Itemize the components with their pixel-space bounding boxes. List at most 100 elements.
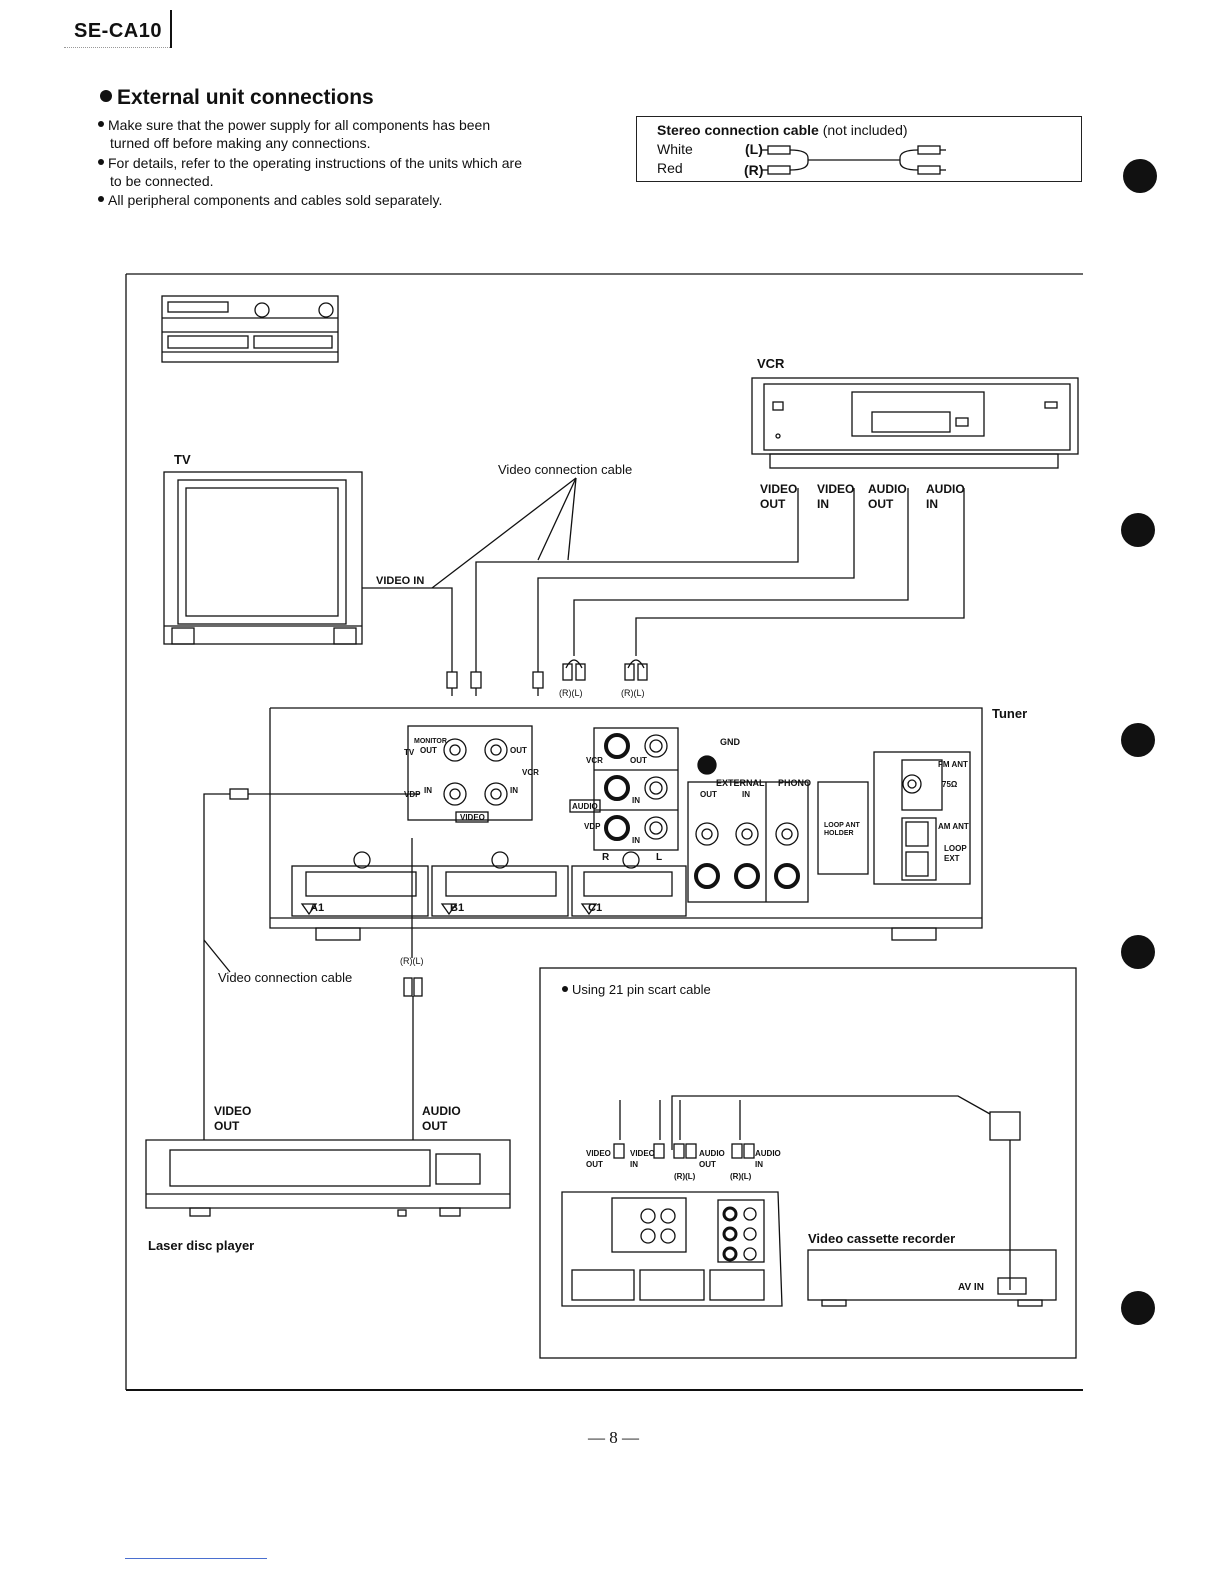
vcr-port-label: OUT: [760, 497, 786, 511]
rl-label-1: (R)(L): [559, 688, 583, 698]
stereo-cable-box: Stereo connection cable (not included): [636, 116, 1082, 182]
ldp-rl-label: (R)(L): [400, 956, 424, 966]
panel-vcr-in: IN: [510, 786, 518, 795]
panel-external-out: OUT: [700, 790, 717, 799]
note-1-line-1: Make sure that the power supply for all …: [108, 117, 491, 133]
scart-port-label: OUT: [586, 1160, 603, 1169]
scart-port-label: IN: [755, 1160, 763, 1169]
panel-tv-out: OUT: [420, 746, 437, 755]
system-thumbnail: [161, 295, 339, 363]
bullet-icon: [98, 121, 104, 127]
cable-vcr-audio-out: [573, 488, 909, 656]
tuner-body: [269, 707, 983, 941]
cable-white-label: White: [657, 141, 693, 157]
cable-vcr-audio-in: [635, 488, 965, 656]
panel-fm-ant: FM ANT: [938, 760, 968, 769]
scart-port-label: AUDIO: [699, 1149, 725, 1158]
panel-75ohm: 75Ω: [942, 780, 958, 789]
vcr-port-label: IN: [817, 497, 829, 511]
panel-phono: PHONO: [778, 778, 812, 788]
panel-audio-vdp-in: IN: [632, 836, 640, 845]
laser-disc-player: [145, 1139, 511, 1217]
bullet-icon: [562, 986, 568, 992]
section-title: External unit connections: [100, 86, 374, 110]
bullet-icon: [98, 196, 104, 202]
cable-red-label: Red: [657, 160, 683, 176]
scart-inset-drawing: [561, 1095, 1057, 1307]
cable-right-channel: (R): [744, 162, 764, 178]
scart-port-label: AUDIO: [755, 1149, 781, 1158]
tuner-label: Tuner: [992, 706, 1028, 721]
panel-vcr-out: OUT: [510, 746, 527, 755]
panel-a1: A1: [310, 902, 325, 914]
vcr-port-label: AUDIO: [926, 482, 965, 496]
panel-external: EXTERNAL: [716, 778, 765, 788]
note-3-line-1: All peripheral components and cables sol…: [108, 192, 443, 208]
panel-ext: EXT: [944, 854, 960, 863]
page-number: — 8 —: [588, 1428, 639, 1447]
cable-box-title: Stereo connection cable (not included): [657, 122, 908, 138]
panel-vdp-in: IN: [424, 786, 432, 795]
panel-video: VIDEO: [460, 813, 485, 822]
vcr-label: VCR: [757, 356, 785, 371]
video-cable-label-bottom: Video connection cable: [218, 970, 353, 985]
av-in-label: AV IN: [958, 1282, 984, 1293]
panel-audio-vcr-in: IN: [632, 796, 640, 805]
ldp-port-label: OUT: [422, 1119, 448, 1133]
cable-vcr-video-in: [537, 488, 855, 672]
panel-audio-vcr-out: OUT: [630, 756, 647, 765]
scart-port-audio-out: AUDIO OUT: [699, 1148, 725, 1170]
vcr-port-label: AUDIO: [868, 482, 907, 496]
panel-loop-holder: LOOP ANT HOLDER: [824, 822, 860, 837]
rl-label-2: (R)(L): [621, 688, 645, 698]
vcr-port-label: OUT: [868, 497, 894, 511]
panel-audio: AUDIO: [572, 802, 598, 811]
note-2-line-1: For details, refer to the operating inst…: [108, 155, 522, 171]
vcr-unit: [751, 377, 1079, 469]
vcr-port-label: VIDEO: [817, 482, 855, 496]
section-title-text: External unit connections: [117, 86, 374, 109]
scart-port-label: IN: [630, 1160, 638, 1169]
laser-disc-player-label: Laser disc player: [148, 1238, 255, 1253]
panel-c1: C1: [588, 902, 603, 914]
scart-port-audio-in: AUDIO IN: [755, 1148, 781, 1170]
cable-vcr-video-out: [475, 488, 799, 672]
cable-box-title-bold: Stereo connection cable: [657, 122, 819, 138]
scart-title: Using 21 pin scart cable: [562, 982, 711, 997]
vcr-port-label: VIDEO: [760, 482, 798, 496]
vcr-port-label: IN: [926, 497, 938, 511]
cable-left-channel: (L): [745, 141, 763, 157]
scart-inset-frame: [539, 967, 1077, 1359]
cable-ldp-video: [203, 793, 230, 1140]
tv-video-in-label: VIDEO IN: [376, 575, 425, 587]
note-3: All peripheral components and cables sol…: [98, 191, 558, 209]
panel-external-in: IN: [742, 790, 750, 799]
panel-vcr: VCR: [522, 768, 539, 777]
note-1: Make sure that the power supply for all …: [98, 116, 558, 152]
ldp-port-label: VIDEO: [214, 1104, 252, 1118]
panel-audio-vdp: VDP: [584, 822, 601, 831]
header-rule: [64, 47, 170, 48]
scart-rl-1: (R)(L): [674, 1172, 696, 1181]
panel-tv: TV: [404, 748, 415, 757]
ldp-port-label: AUDIO: [422, 1104, 461, 1118]
margin-marks: [1121, 159, 1157, 1325]
panel-vdp: VDP: [404, 790, 421, 799]
scart-port-label: OUT: [699, 1160, 716, 1169]
tv-unit: [163, 471, 363, 645]
cable-tv-video-in: [362, 587, 453, 672]
panel-gnd: GND: [720, 737, 740, 747]
bullet-icon: [100, 90, 112, 102]
panel-monitor: MONITOR: [414, 738, 447, 745]
panel-r: R: [602, 852, 610, 863]
panel-loop: LOOP: [944, 844, 967, 853]
panel-b1: B1: [450, 902, 465, 914]
